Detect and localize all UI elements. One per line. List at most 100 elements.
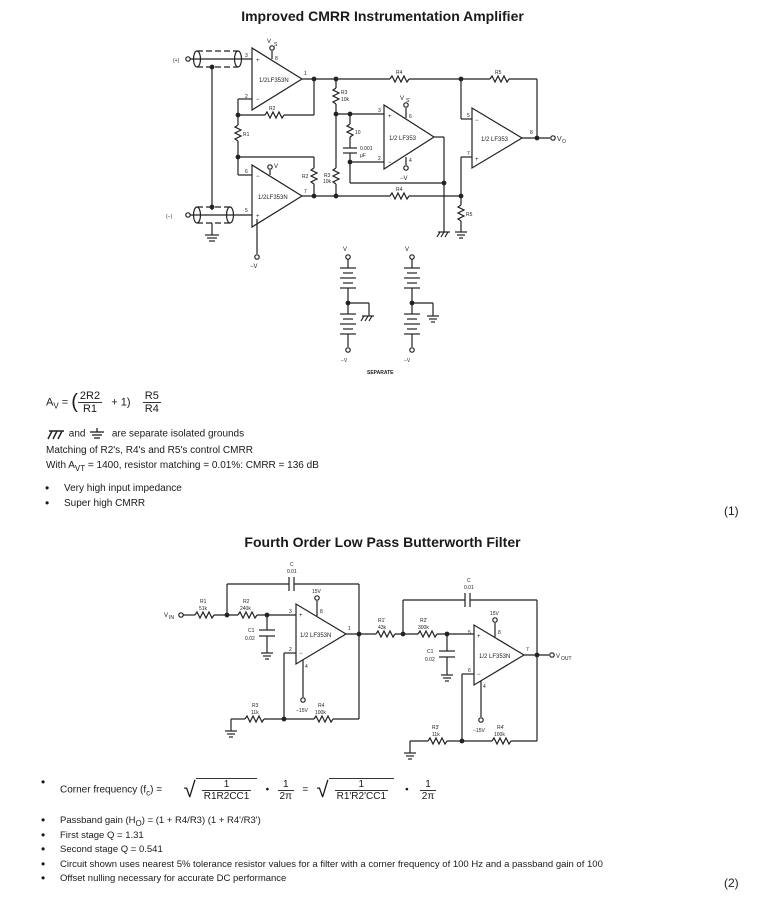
schematic-label: 0.01: [464, 585, 474, 591]
schematic-label: R3: [252, 703, 259, 709]
second-stage-q: Second stage Q = 0.541: [41, 842, 163, 856]
instrumentation-amplifier-schematic: (+) 1/2LF353N + − 3 2 V S 8 1 R2 R1 1/2L…: [166, 39, 566, 376]
schematic-label: 1/2 LF353: [389, 136, 417, 142]
schematic-label: S': [406, 98, 410, 104]
input-minus-label: (−): [166, 214, 173, 220]
schematic-label: 10k: [341, 97, 350, 103]
equation-number: (2): [724, 876, 739, 890]
schematic-label: C: [290, 562, 294, 568]
schematic-label: −: [256, 97, 260, 103]
schematic-label: O: [562, 139, 566, 145]
schematic-label: 0.02: [245, 636, 255, 642]
schematic-label: −: [475, 118, 479, 124]
schematic-label: R2: [302, 174, 309, 180]
matching-note: Matching of R2's, R4's and R5's control …: [46, 445, 253, 456]
schematic-label: +: [388, 114, 392, 120]
schematic-label: C1: [427, 649, 434, 655]
schematic-label: 0.02: [425, 657, 435, 663]
schematic-label: 8: [530, 130, 533, 136]
schematic-label: 6: [409, 114, 412, 120]
schematic-label: V: [400, 96, 404, 102]
schematic-label: +: [475, 157, 479, 163]
schematic-label: R5: [466, 212, 473, 218]
opamp-a: [251, 46, 304, 112]
schematic-label: 2: [245, 94, 248, 100]
schematic-label: R2: [243, 599, 250, 605]
separate-supplies: V −V V −V: [340, 247, 439, 364]
schematic-label: 1/2LF353N: [259, 78, 289, 84]
schematic-label: 100k: [315, 710, 326, 716]
schematic-label: 15V: [490, 611, 500, 617]
schematic-label: V: [557, 136, 562, 143]
schematic-label: 240k: [240, 606, 251, 612]
schematic-label: 5: [467, 113, 470, 119]
schematic-label: −: [388, 160, 392, 166]
first-stage-q: First stage Q = 1.31: [41, 828, 144, 842]
schematic-label: 4: [409, 158, 412, 164]
bullet-item: Very high input impedance: [45, 481, 182, 495]
schematic-label: 1/2LF353N: [258, 195, 288, 201]
schematic-label: μF: [360, 153, 366, 159]
filter-opamp-2: [473, 623, 526, 687]
schematic-label: OUT: [561, 656, 572, 662]
schematic-label: 4: [483, 684, 486, 690]
schematic-label: 8: [320, 609, 323, 615]
schematic-label: R1': [378, 618, 385, 624]
equation-number: (1): [724, 504, 739, 518]
schematic-label: V: [274, 164, 278, 170]
passband-gain: Passband gain (HO) = (1 + R4/R3) (1 + R4…: [41, 813, 261, 828]
input-plus-label: (+): [173, 58, 180, 64]
ground-note: and are separate isolated grounds: [46, 428, 244, 440]
schematic-label: 10: [355, 130, 361, 136]
schematic-label: +: [477, 634, 481, 640]
schematic-label: R4: [396, 70, 403, 76]
schematic-label: 3: [245, 53, 248, 59]
schematic-label: 2: [289, 647, 292, 653]
schematic-label: −V: [404, 358, 411, 364]
schematic-label: R1: [243, 132, 250, 138]
schematic-label: 3: [289, 609, 292, 615]
schematic-label: 5: [468, 630, 471, 636]
schematic-label: C1: [248, 628, 255, 634]
schematic-label: V: [267, 39, 271, 45]
schematic-label: 100k: [494, 732, 505, 738]
schematic-label: 6: [468, 668, 471, 674]
schematic-label: +: [256, 58, 260, 64]
schematic-label: R3: [324, 173, 331, 179]
schematic-label: 43k: [378, 625, 387, 631]
schematic-label: V: [405, 247, 409, 253]
schematic-label: 3: [378, 108, 381, 114]
schematic-label: −: [299, 651, 303, 657]
schematic-label: 1/2 LF353N: [300, 633, 331, 639]
schematic-label: 6: [245, 169, 248, 175]
schematic-label: 1/2 LF353N: [479, 654, 510, 660]
opamp-b: [251, 163, 304, 229]
schematic-label: 11k: [251, 710, 259, 716]
schematic-label: 1: [304, 71, 307, 77]
schematic-label: 0.01: [287, 569, 297, 575]
schematic-label: V: [556, 654, 560, 660]
schematic-label: 8: [275, 56, 278, 62]
schematic-label: R5: [495, 70, 502, 76]
schematic-label: 1/2 LF353: [481, 137, 509, 143]
schematic-label: −V: [250, 264, 258, 270]
schematic-label: 10k: [323, 179, 332, 185]
schematic-label: V: [343, 247, 347, 253]
schematic-label: R4: [396, 187, 403, 193]
schematic-label: 7: [526, 647, 529, 653]
schematic-label: 0.001: [360, 146, 373, 152]
schematic-label: −15V: [296, 708, 308, 714]
schematic-label: 2: [378, 156, 381, 162]
filter-opamp-1: [295, 602, 348, 666]
schematic-label: 300k: [418, 625, 429, 631]
schematic-label: R2': [420, 618, 427, 624]
schematic-label: 15V: [312, 589, 322, 595]
figure2-title: Fourth Order Low Pass Butterworth Filter: [244, 534, 521, 550]
opamp-c: [383, 103, 436, 171]
schematic-label: 7: [467, 151, 470, 157]
cmrr-note: With AVT = 1400, resistor matching = 0.0…: [46, 460, 319, 473]
schematic-label: R2: [269, 106, 276, 112]
